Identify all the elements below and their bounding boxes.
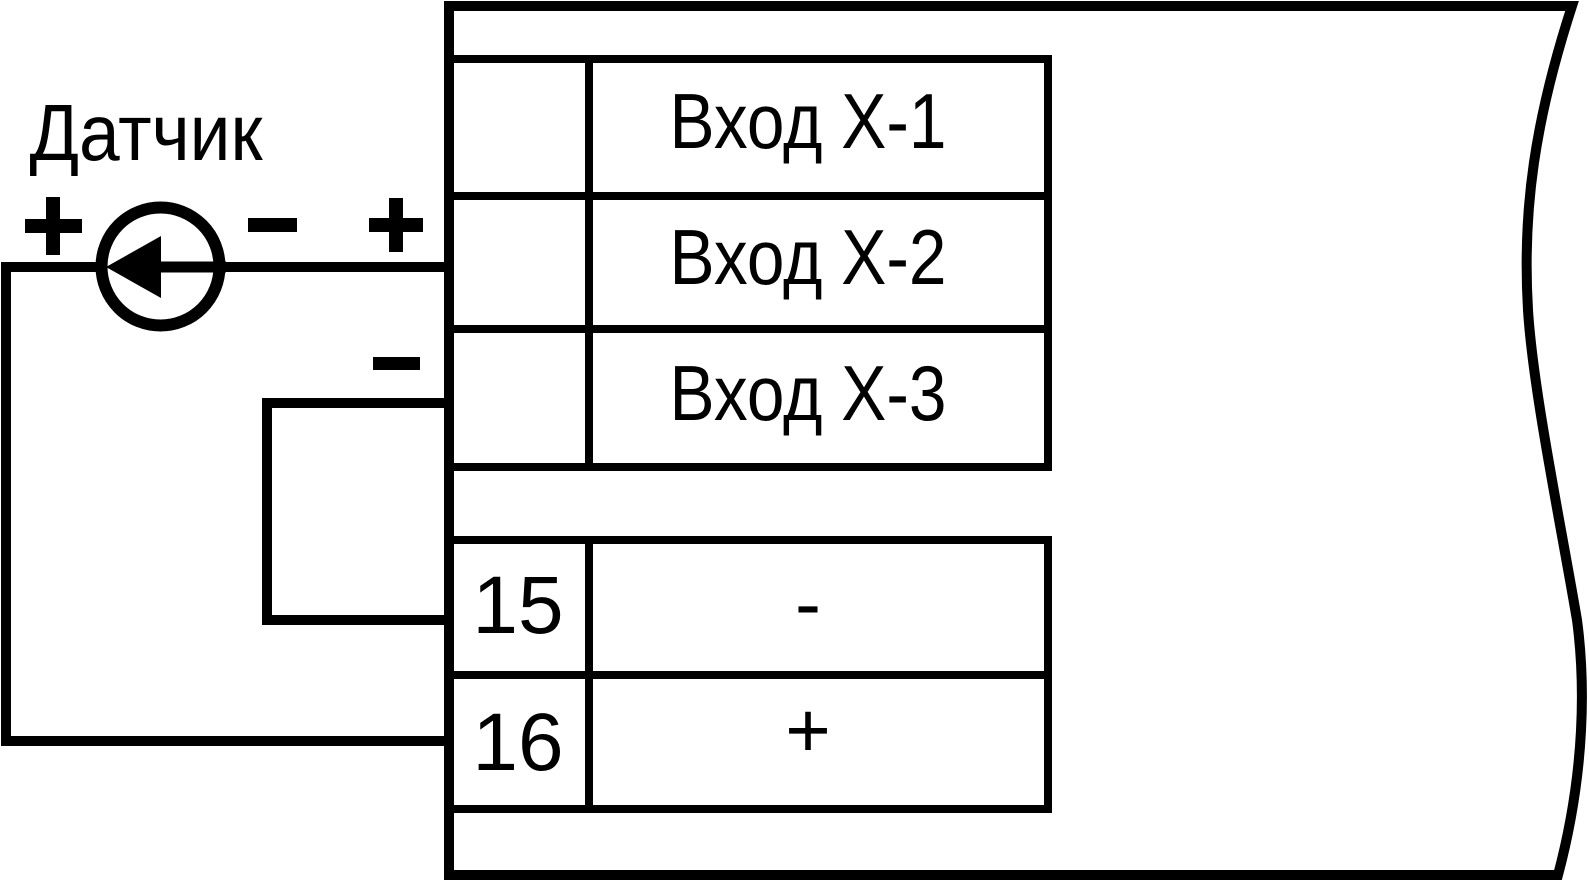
- terminal-15-polarity: -: [795, 559, 821, 647]
- lower-terminal-block: 15 - 16 +: [445, 536, 1052, 813]
- device-outline: [444, 1, 1587, 880]
- input-minus-bar: [373, 357, 420, 370]
- terminal-15-number: 15: [472, 560, 563, 651]
- input-x2-label: Вход Х-2: [670, 213, 947, 301]
- current-source-icon: [95, 201, 226, 332]
- current-source-arrow-head: [106, 236, 161, 298]
- wire-sensor-to-terminal16-loop: [1, 262, 453, 746]
- minus-icon: [248, 218, 297, 232]
- sensor-minus-bar: [248, 218, 297, 232]
- input-plus-vbar: [389, 198, 403, 252]
- plus-icon: [25, 197, 82, 255]
- wires: [1, 262, 453, 746]
- input-x3-label: Вход Х-3: [670, 349, 947, 437]
- plus-icon: [369, 198, 423, 252]
- upper-block-frame: [445, 55, 1052, 471]
- terminal-16-number: 16: [472, 697, 563, 788]
- terminal-16-polarity: +: [785, 686, 831, 774]
- input-x1-label: Вход Х-1: [670, 77, 947, 165]
- upper-terminal-block: Вход Х-1 Вход Х-2 Вход Х-3: [445, 55, 1052, 471]
- wire-minus-to-terminal15-loop: [262, 398, 453, 625]
- sensor-plus-vbar: [46, 197, 60, 255]
- sensor-label: Датчик: [30, 88, 264, 177]
- minus-icon: [373, 357, 420, 370]
